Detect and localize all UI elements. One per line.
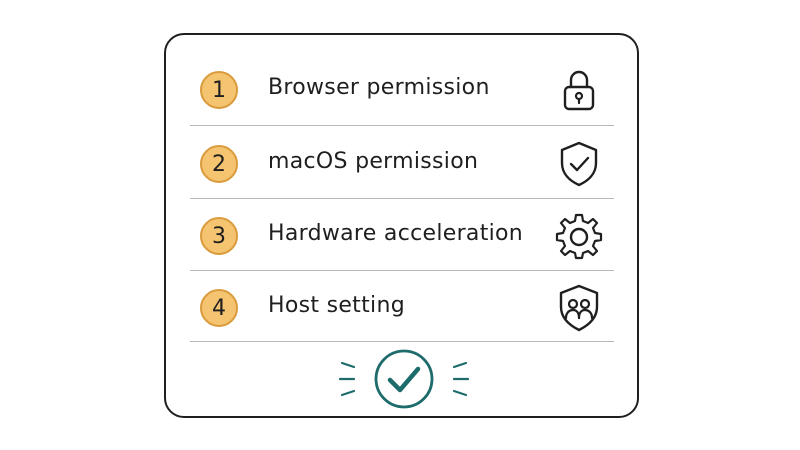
shield-check-icon bbox=[560, 141, 598, 187]
check-circle-icon bbox=[338, 349, 470, 409]
divider bbox=[190, 270, 614, 271]
divider bbox=[190, 198, 614, 199]
step-number-badge: 2 bbox=[200, 145, 238, 183]
step-number-badge: 1 bbox=[200, 71, 238, 109]
step-label: Host setting bbox=[268, 293, 405, 318]
gear-icon bbox=[555, 213, 603, 260]
sparkle-lines bbox=[338, 361, 470, 397]
step-number-badge: 4 bbox=[200, 289, 238, 327]
checklist-card: 1 Browser permission 2 macOS permission … bbox=[164, 33, 639, 418]
step-hardware-acceleration: 3 Hardware acceleration bbox=[190, 201, 614, 271]
step-host-setting: 4 Host setting bbox=[190, 273, 614, 343]
divider bbox=[190, 341, 614, 342]
step-label: macOS permission bbox=[268, 149, 479, 174]
step-label: Browser permission bbox=[268, 75, 490, 100]
step-number-badge: 3 bbox=[200, 217, 238, 255]
divider bbox=[190, 125, 614, 126]
shield-users-icon bbox=[559, 284, 599, 332]
step-label: Hardware acceleration bbox=[268, 221, 524, 246]
step-macos-permission: 2 macOS permission bbox=[190, 129, 614, 199]
lock-icon bbox=[563, 70, 595, 111]
step-browser-permission: 1 Browser permission bbox=[190, 55, 614, 125]
